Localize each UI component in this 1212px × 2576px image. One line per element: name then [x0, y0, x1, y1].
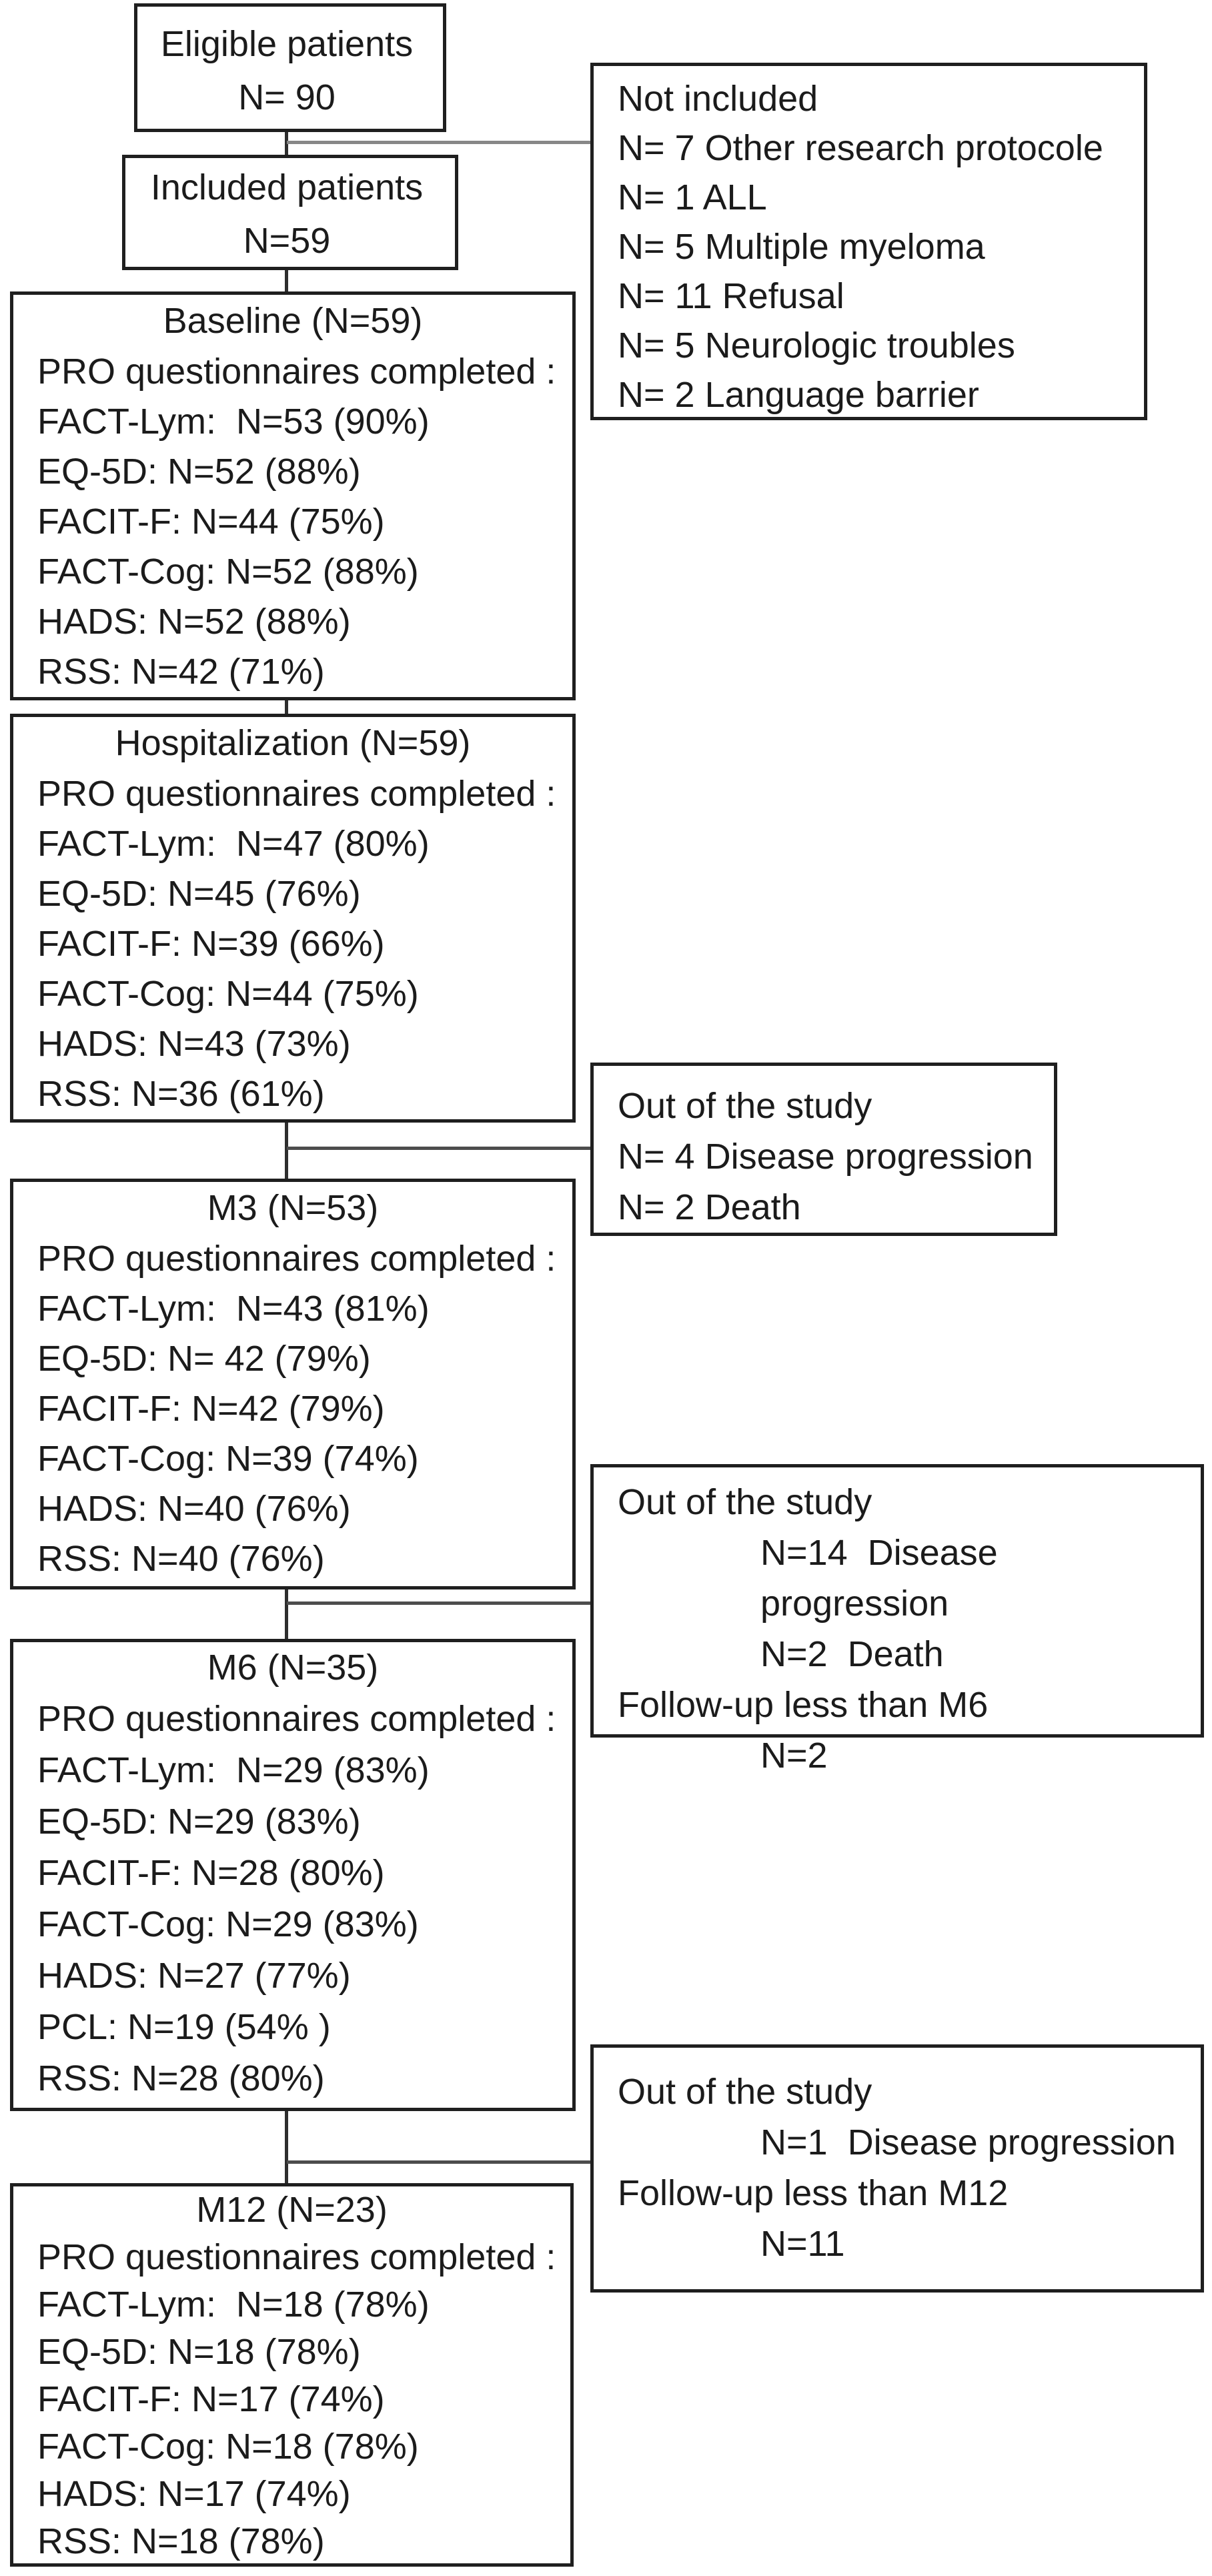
m6-title: M6 (N=35)	[207, 1648, 379, 1688]
out2-title: Out of the study	[618, 1482, 872, 1522]
hospitalization-item: FACT-Lym: N=47 (80%)	[37, 824, 430, 864]
not-included-box: Not included N= 7 Other research protoco…	[590, 63, 1147, 420]
m12-item: FACT-Lym: N=18 (78%)	[37, 2285, 430, 2325]
m6-subtitle: PRO questionnaires completed :	[37, 1699, 556, 1739]
hospitalization-item: FACIT-F: N=39 (66%)	[37, 924, 385, 964]
hospitalization-item: FACT-Cog: N=44 (75%)	[37, 974, 419, 1014]
baseline-item: RSS: N=42 (71%)	[37, 652, 325, 692]
m3-box: M3 (N=53) PRO questionnaires completed :…	[10, 1179, 576, 1589]
m6-item: FACT-Cog: N=29 (83%)	[37, 1904, 419, 1944]
m12-item: EQ-5D: N=18 (78%)	[37, 2332, 361, 2372]
out2-item: N=14 Disease progression	[760, 1533, 1008, 1624]
not-included-item: N= 2 Language barrier	[618, 375, 979, 415]
eligible-patients-label: Eligible patients	[160, 24, 414, 64]
m12-item: HADS: N=17 (74%)	[37, 2474, 351, 2514]
out1-item: N= 4 Disease progression	[618, 1137, 1033, 1177]
m3-title: M3 (N=53)	[207, 1188, 379, 1228]
baseline-subtitle: PRO questionnaires completed :	[37, 352, 556, 392]
eligible-patients-box: Eligible patients N= 90	[134, 3, 446, 132]
hospitalization-item: HADS: N=43 (73%)	[37, 1024, 351, 1064]
m6-item: FACIT-F: N=28 (80%)	[37, 1853, 385, 1893]
baseline-item: HADS: N=52 (88%)	[37, 602, 351, 642]
not-included-item: N= 5 Multiple myeloma	[618, 227, 985, 267]
eligible-patients-count: N= 90	[238, 77, 336, 117]
out1-item: N= 2 Death	[618, 1187, 801, 1227]
not-included-item: N= 7 Other research protocole	[618, 128, 1103, 168]
out2-item: Follow-up less than M6	[618, 1685, 989, 1725]
m12-item: RSS: N=18 (78%)	[37, 2521, 325, 2561]
out-of-study-box-2: Out of the study N=14 Disease progressio…	[590, 1464, 1204, 1776]
out1-title: Out of the study	[618, 1086, 872, 1126]
not-included-item: N= 1 ALL	[618, 177, 767, 217]
m3-item: HADS: N=40 (76%)	[37, 1489, 351, 1529]
branch-to-out2	[287, 1601, 592, 1605]
m6-item: EQ-5D: N=29 (83%)	[37, 1802, 361, 1842]
included-patients-label: Included patients	[150, 167, 424, 207]
connector-baseline-to-hospitalization	[285, 700, 288, 714]
m3-subtitle: PRO questionnaires completed :	[37, 1239, 556, 1279]
baseline-item: EQ-5D: N=52 (88%)	[37, 452, 361, 492]
out2-item: N=2 Death	[760, 1634, 944, 1674]
hospitalization-subtitle: PRO questionnaires completed :	[37, 774, 556, 814]
connector-m3-to-m6	[285, 1589, 288, 1639]
m3-item: FACIT-F: N=42 (79%)	[37, 1389, 385, 1429]
m12-item: FACIT-F: N=17 (74%)	[37, 2379, 385, 2419]
hospitalization-title: Hospitalization (N=59)	[115, 723, 471, 763]
baseline-item: FACT-Cog: N=52 (88%)	[37, 552, 419, 592]
included-patients-count: N=59	[243, 221, 331, 261]
not-included-item: N= 5 Neurologic troubles	[618, 326, 1015, 366]
out3-item: N=11	[760, 2224, 845, 2264]
m12-item: FACT-Cog: N=18 (78%)	[37, 2427, 419, 2467]
m6-item: PCL: N=19 (54% )	[37, 2007, 331, 2047]
connector-eligible-to-included	[285, 132, 288, 155]
connector-hospitalization-to-m3	[285, 1123, 288, 1179]
baseline-title: Baseline (N=59)	[163, 301, 423, 341]
out3-item: Follow-up less than M12	[618, 2173, 1009, 2213]
out-of-study-box-3: Out of the study N=1 Disease progression…	[590, 2044, 1204, 2293]
m12-subtitle: PRO questionnaires completed :	[37, 2237, 556, 2277]
out2-item: N=2	[760, 1736, 828, 1776]
included-patients-box: Included patients N=59	[122, 155, 458, 270]
m3-item: FACT-Cog: N=39 (74%)	[37, 1439, 419, 1479]
out3-item: N=1 Disease progression	[760, 2122, 1176, 2162]
not-included-item: N= 11 Refusal	[618, 276, 844, 316]
connector-m6-to-m12	[285, 2111, 288, 2183]
out3-title: Out of the study	[618, 2072, 872, 2112]
m3-item: FACT-Lym: N=43 (81%)	[37, 1289, 430, 1329]
hospitalization-item: EQ-5D: N=45 (76%)	[37, 874, 361, 914]
m6-item: RSS: N=28 (80%)	[37, 2058, 325, 2098]
m6-item: HADS: N=27 (77%)	[37, 1956, 351, 1996]
not-included-title: Not included	[618, 79, 818, 119]
m6-box: M6 (N=35) PRO questionnaires completed :…	[10, 1639, 576, 2111]
hospitalization-box: Hospitalization (N=59) PRO questionnaire…	[10, 714, 576, 1123]
branch-to-out1	[287, 1147, 592, 1150]
branch-to-out3	[287, 2160, 592, 2164]
baseline-item: FACIT-F: N=44 (75%)	[37, 502, 385, 542]
baseline-item: FACT-Lym: N=53 (90%)	[37, 402, 430, 442]
m3-item: RSS: N=40 (76%)	[37, 1539, 325, 1579]
baseline-box: Baseline (N=59) PRO questionnaires compl…	[10, 291, 576, 700]
branch-to-not-included	[287, 141, 592, 144]
out-of-study-box-1: Out of the study N= 4 Disease progressio…	[590, 1063, 1057, 1236]
m3-item: EQ-5D: N= 42 (79%)	[37, 1339, 371, 1379]
m12-title: M12 (N=23)	[196, 2190, 388, 2230]
connector-included-to-baseline	[285, 270, 288, 291]
m12-box: M12 (N=23) PRO questionnaires completed …	[10, 2183, 574, 2567]
m6-item: FACT-Lym: N=29 (83%)	[37, 1750, 430, 1790]
hospitalization-item: RSS: N=36 (61%)	[37, 1074, 325, 1114]
